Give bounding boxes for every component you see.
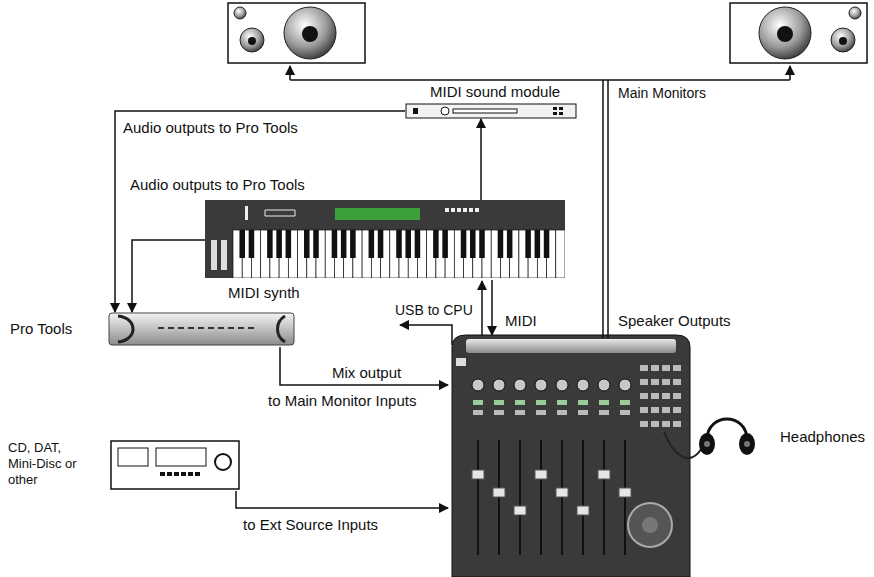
control-surface xyxy=(452,335,690,577)
headphones-graphic xyxy=(695,410,760,465)
cd-player: CD, DAT, Mini-Disc or other xyxy=(110,440,240,490)
protools-interface-graphic xyxy=(108,312,295,346)
sound-module: MIDI sound module xyxy=(405,103,577,119)
left-speaker xyxy=(228,3,365,63)
audio-cable xyxy=(132,240,205,312)
midi-synth: MIDI synth xyxy=(205,200,565,278)
protools-interface: Pro Tools xyxy=(108,312,295,346)
right-speaker xyxy=(730,3,867,63)
sound-module-graphic xyxy=(405,103,577,119)
midi-synth-graphic xyxy=(205,200,565,278)
audio-cable xyxy=(480,119,482,200)
signal-wires xyxy=(236,66,790,508)
headphones: Headphones xyxy=(695,410,760,465)
cd-player-graphic xyxy=(110,440,240,490)
